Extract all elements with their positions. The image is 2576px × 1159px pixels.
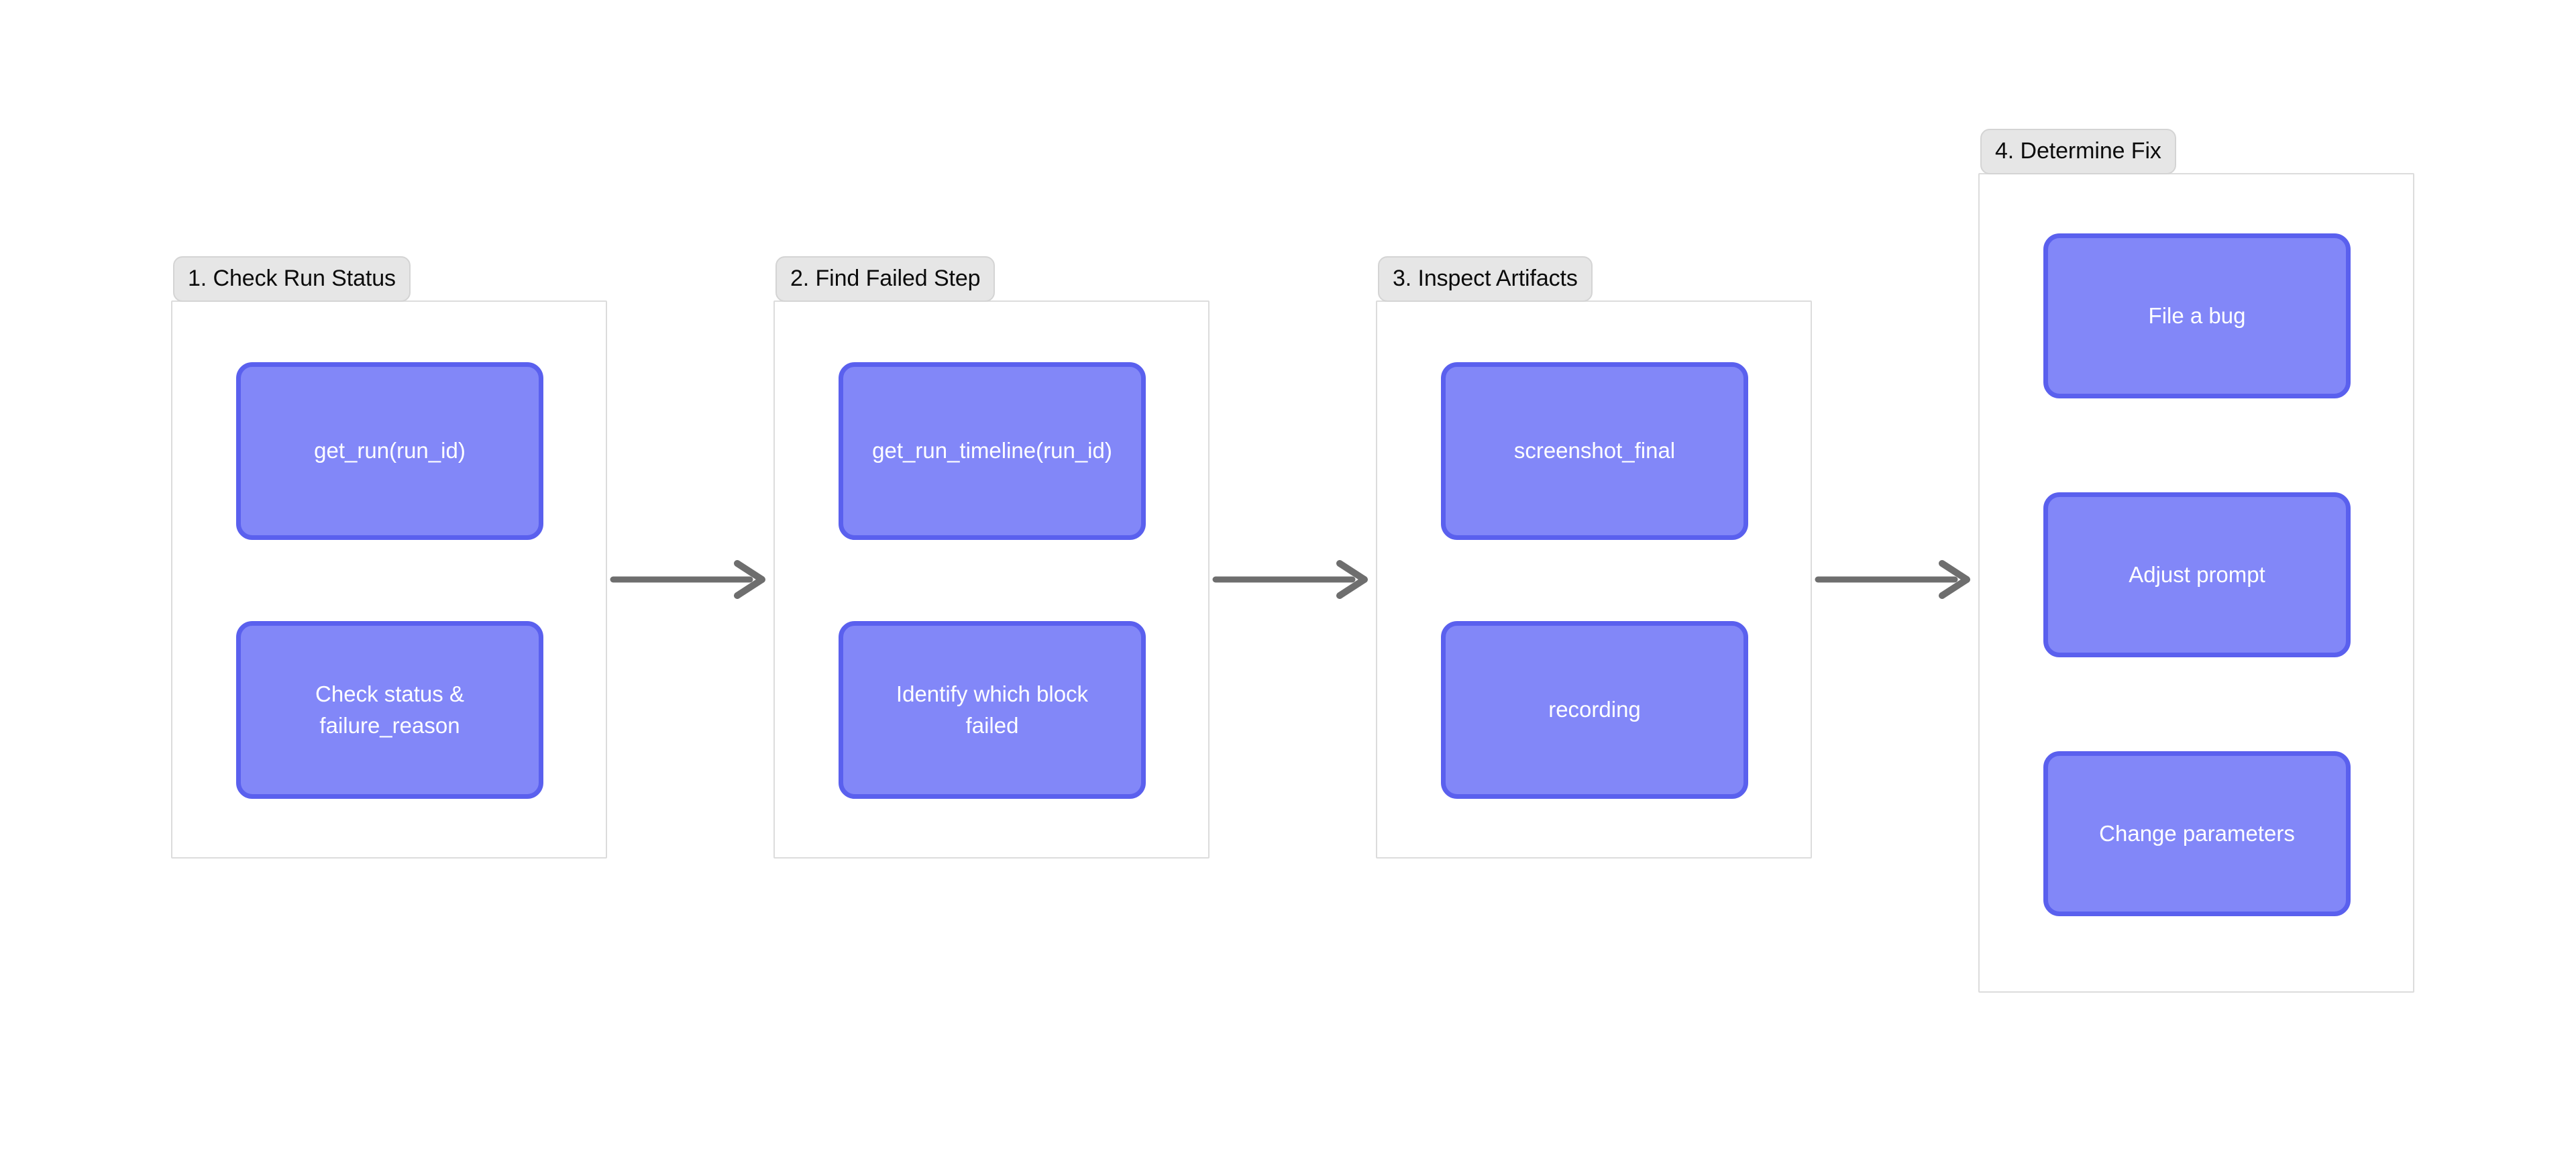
node-label: Check status & failure_reason: [315, 681, 464, 738]
node-get-run[interactable]: get_run(run_id): [236, 362, 543, 540]
edge-arrow-1-to-2: [610, 560, 765, 599]
node-file-a-bug[interactable]: File a bug: [2043, 233, 2351, 398]
node-label: get_run_timeline(run_id): [872, 438, 1112, 463]
node-check-status[interactable]: Check status & failure_reason: [236, 621, 543, 799]
node-recording[interactable]: recording: [1441, 621, 1748, 799]
node-label: Adjust prompt: [2129, 561, 2265, 587]
node-label: Identify which block failed: [896, 681, 1089, 738]
node-get-run-timeline[interactable]: get_run_timeline(run_id): [839, 362, 1146, 540]
cluster-label-check-run-status: 1. Check Run Status: [173, 256, 411, 302]
cluster-label-inspect-artifacts: 3. Inspect Artifacts: [1378, 256, 1593, 302]
node-label: Change parameters: [2099, 820, 2295, 846]
cluster-label-determine-fix: 4. Determine Fix: [1980, 129, 2176, 174]
node-label: get_run(run_id): [314, 438, 466, 463]
node-adjust-prompt[interactable]: Adjust prompt: [2043, 492, 2351, 657]
edge-arrow-3-to-4: [1815, 560, 1970, 599]
node-label: screenshot_final: [1513, 438, 1676, 463]
edge-arrow-2-to-3: [1212, 560, 1368, 599]
node-label: recording: [1548, 697, 1641, 722]
node-identify-block[interactable]: Identify which block failed: [839, 621, 1146, 799]
node-change-parameters[interactable]: Change parameters: [2043, 751, 2351, 916]
cluster-label-find-failed-step: 2. Find Failed Step: [775, 256, 996, 302]
node-label: File a bug: [2148, 302, 2246, 328]
node-screenshot-final[interactable]: screenshot_final: [1441, 362, 1748, 540]
